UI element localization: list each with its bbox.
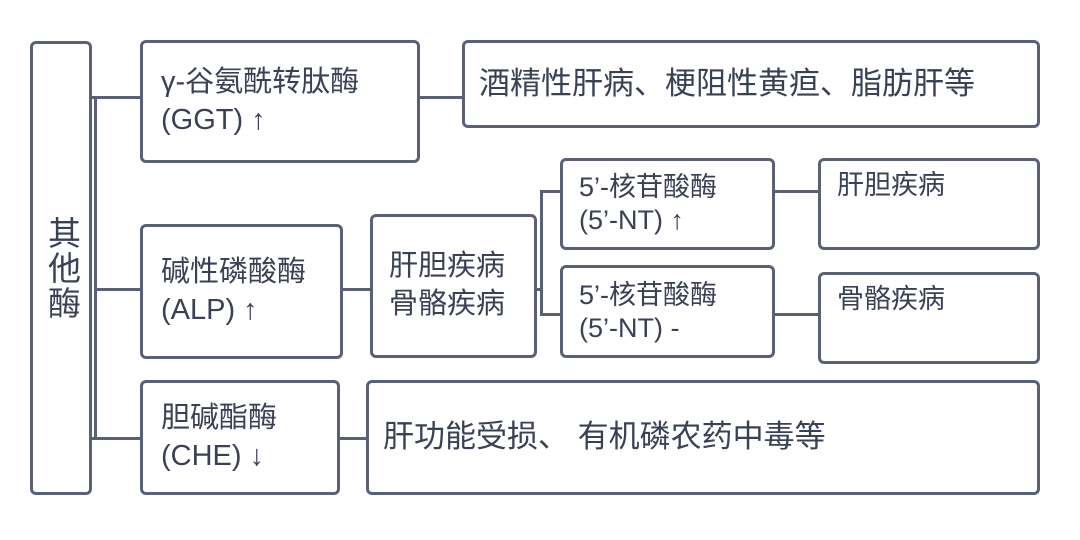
root-node-other-enzymes[interactable]: 其他酶 [30, 41, 92, 495]
connector-ggt-result [418, 96, 464, 99]
node-nt-up-result-label: 肝胆疾病 [837, 170, 945, 200]
node-nt-flat-result-label: 骨骼疾病 [837, 284, 945, 314]
node-nt-flat-label: 5’-核苷酸酶 (5’-NT) - [579, 279, 718, 343]
connector-bus-nt-up [540, 190, 562, 193]
connector-ntup-result [773, 190, 819, 193]
node-che-result[interactable]: 肝功能受损、 有机磷农药中毒等 [366, 380, 1040, 495]
node-nt-flat-enzyme[interactable]: 5’-核苷酸酶 (5’-NT) - [560, 265, 775, 358]
connector-root-alp [94, 288, 143, 291]
node-nt-up-result[interactable]: 肝胆疾病 [818, 158, 1040, 250]
node-che-label: 胆碱酯酶 (CHE) ↓ [161, 401, 278, 472]
nt-vertical-bus [540, 190, 543, 316]
node-ggt-result-label: 酒精性肝病、梗阻性黄疸、脂肪肝等 [479, 65, 975, 101]
root-vertical-bus [94, 96, 97, 440]
connector-che-result [340, 437, 368, 440]
node-alp-result-diseases[interactable]: 肝胆疾病 骨骼疾病 [370, 214, 537, 358]
root-node-label: 其他酶 [43, 215, 81, 321]
connector-bus-nt-flat [540, 313, 562, 316]
connector-ntflat-result [773, 313, 819, 316]
node-che-result-label: 肝功能受损、 有机磷农药中毒等 [383, 419, 826, 455]
connector-disease-bus-stub [535, 288, 543, 291]
node-nt-up-label: 5’-核苷酸酶 (5’-NT) ↑ [579, 172, 718, 235]
node-alp-label: 碱性磷酸酶 (ALP) ↑ [161, 255, 307, 326]
node-alp-enzyme[interactable]: 碱性磷酸酶 (ALP) ↑ [140, 224, 343, 359]
node-che-enzyme[interactable]: 胆碱酯酶 (CHE) ↓ [140, 380, 340, 495]
node-nt-up-enzyme[interactable]: 5’-核苷酸酶 (5’-NT) ↑ [560, 158, 775, 250]
connector-root-che [94, 437, 143, 440]
node-alp-result-label: 肝胆疾病 骨骼疾病 [389, 250, 506, 320]
node-ggt-result[interactable]: 酒精性肝病、梗阻性黄疸、脂肪肝等 [462, 40, 1040, 128]
connector-root-ggt [94, 96, 143, 99]
node-ggt-enzyme[interactable]: γ-谷氨酰转肽酶 (GGT) ↑ [140, 40, 420, 163]
node-ggt-label: γ-谷氨酰转肽酶 (GGT) ↑ [161, 65, 360, 136]
node-nt-flat-result[interactable]: 骨骼疾病 [818, 272, 1040, 364]
connector-alp-disease [343, 288, 373, 291]
